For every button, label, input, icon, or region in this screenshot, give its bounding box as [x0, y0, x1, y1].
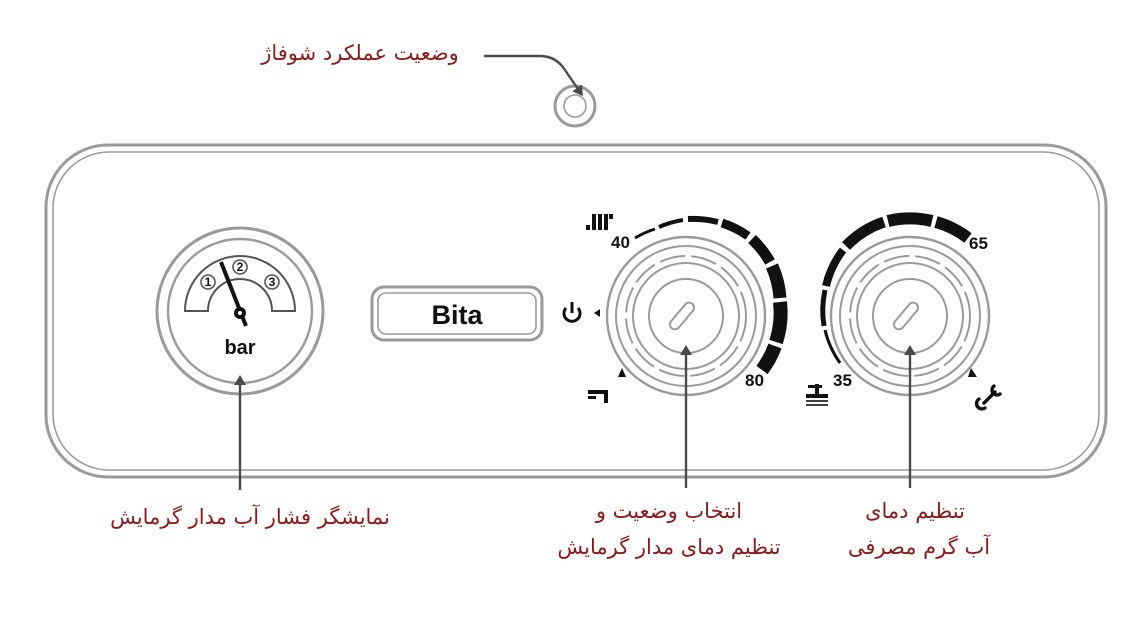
dhw-temp-callout-line2: آب گرم مصرفی [847, 535, 991, 559]
status-callout-arrow [484, 54, 583, 97]
status-indicator-callout: وضعیت عملکرد شوفاژ [261, 41, 459, 65]
pressure-gauge-callout: نمایشگر فشار آب مدار گرمایش [110, 505, 390, 529]
dhw-min-label: 35 [833, 371, 852, 390]
power-icon [562, 302, 582, 323]
gauge-tick-1: 1 [205, 275, 212, 289]
gauge-tick-2: 2 [237, 260, 244, 274]
gauge-unit-label: bar [224, 337, 255, 359]
status-indicator-light [553, 84, 597, 128]
heating-selector-callout-line1: انتخاب وضعیت و [595, 499, 743, 523]
dhw-knob[interactable]: 65 35 [806, 212, 1002, 411]
tap-position-marker [618, 368, 626, 377]
power-position-marker [594, 309, 600, 317]
radiator-icon [586, 214, 613, 230]
heating-selector-callout-line2: تنظیم دمای مدار گرمایش [557, 535, 781, 559]
tap-icon [588, 390, 608, 403]
heating-max-label: 80 [745, 371, 764, 390]
brand-plate: Bita [370, 285, 544, 342]
brand-name: Bita [431, 300, 483, 330]
wrench-icon [974, 384, 1002, 411]
heating-knob-indicator [668, 301, 696, 331]
dhw-knob-indicator [892, 301, 920, 331]
dhw-temp-callout-line1: تنظیم دمای [865, 499, 965, 523]
heating-min-label: 40 [611, 233, 630, 252]
dhw-max-label: 65 [969, 234, 988, 253]
shower-icon [806, 384, 828, 406]
gauge-tick-3: 3 [269, 275, 276, 289]
wrench-position-marker [968, 368, 977, 377]
panel-outline [44, 143, 1108, 479]
pressure-gauge: 1 2 3 bar [155, 226, 325, 396]
heating-knob[interactable]: 40 80 [562, 214, 788, 403]
